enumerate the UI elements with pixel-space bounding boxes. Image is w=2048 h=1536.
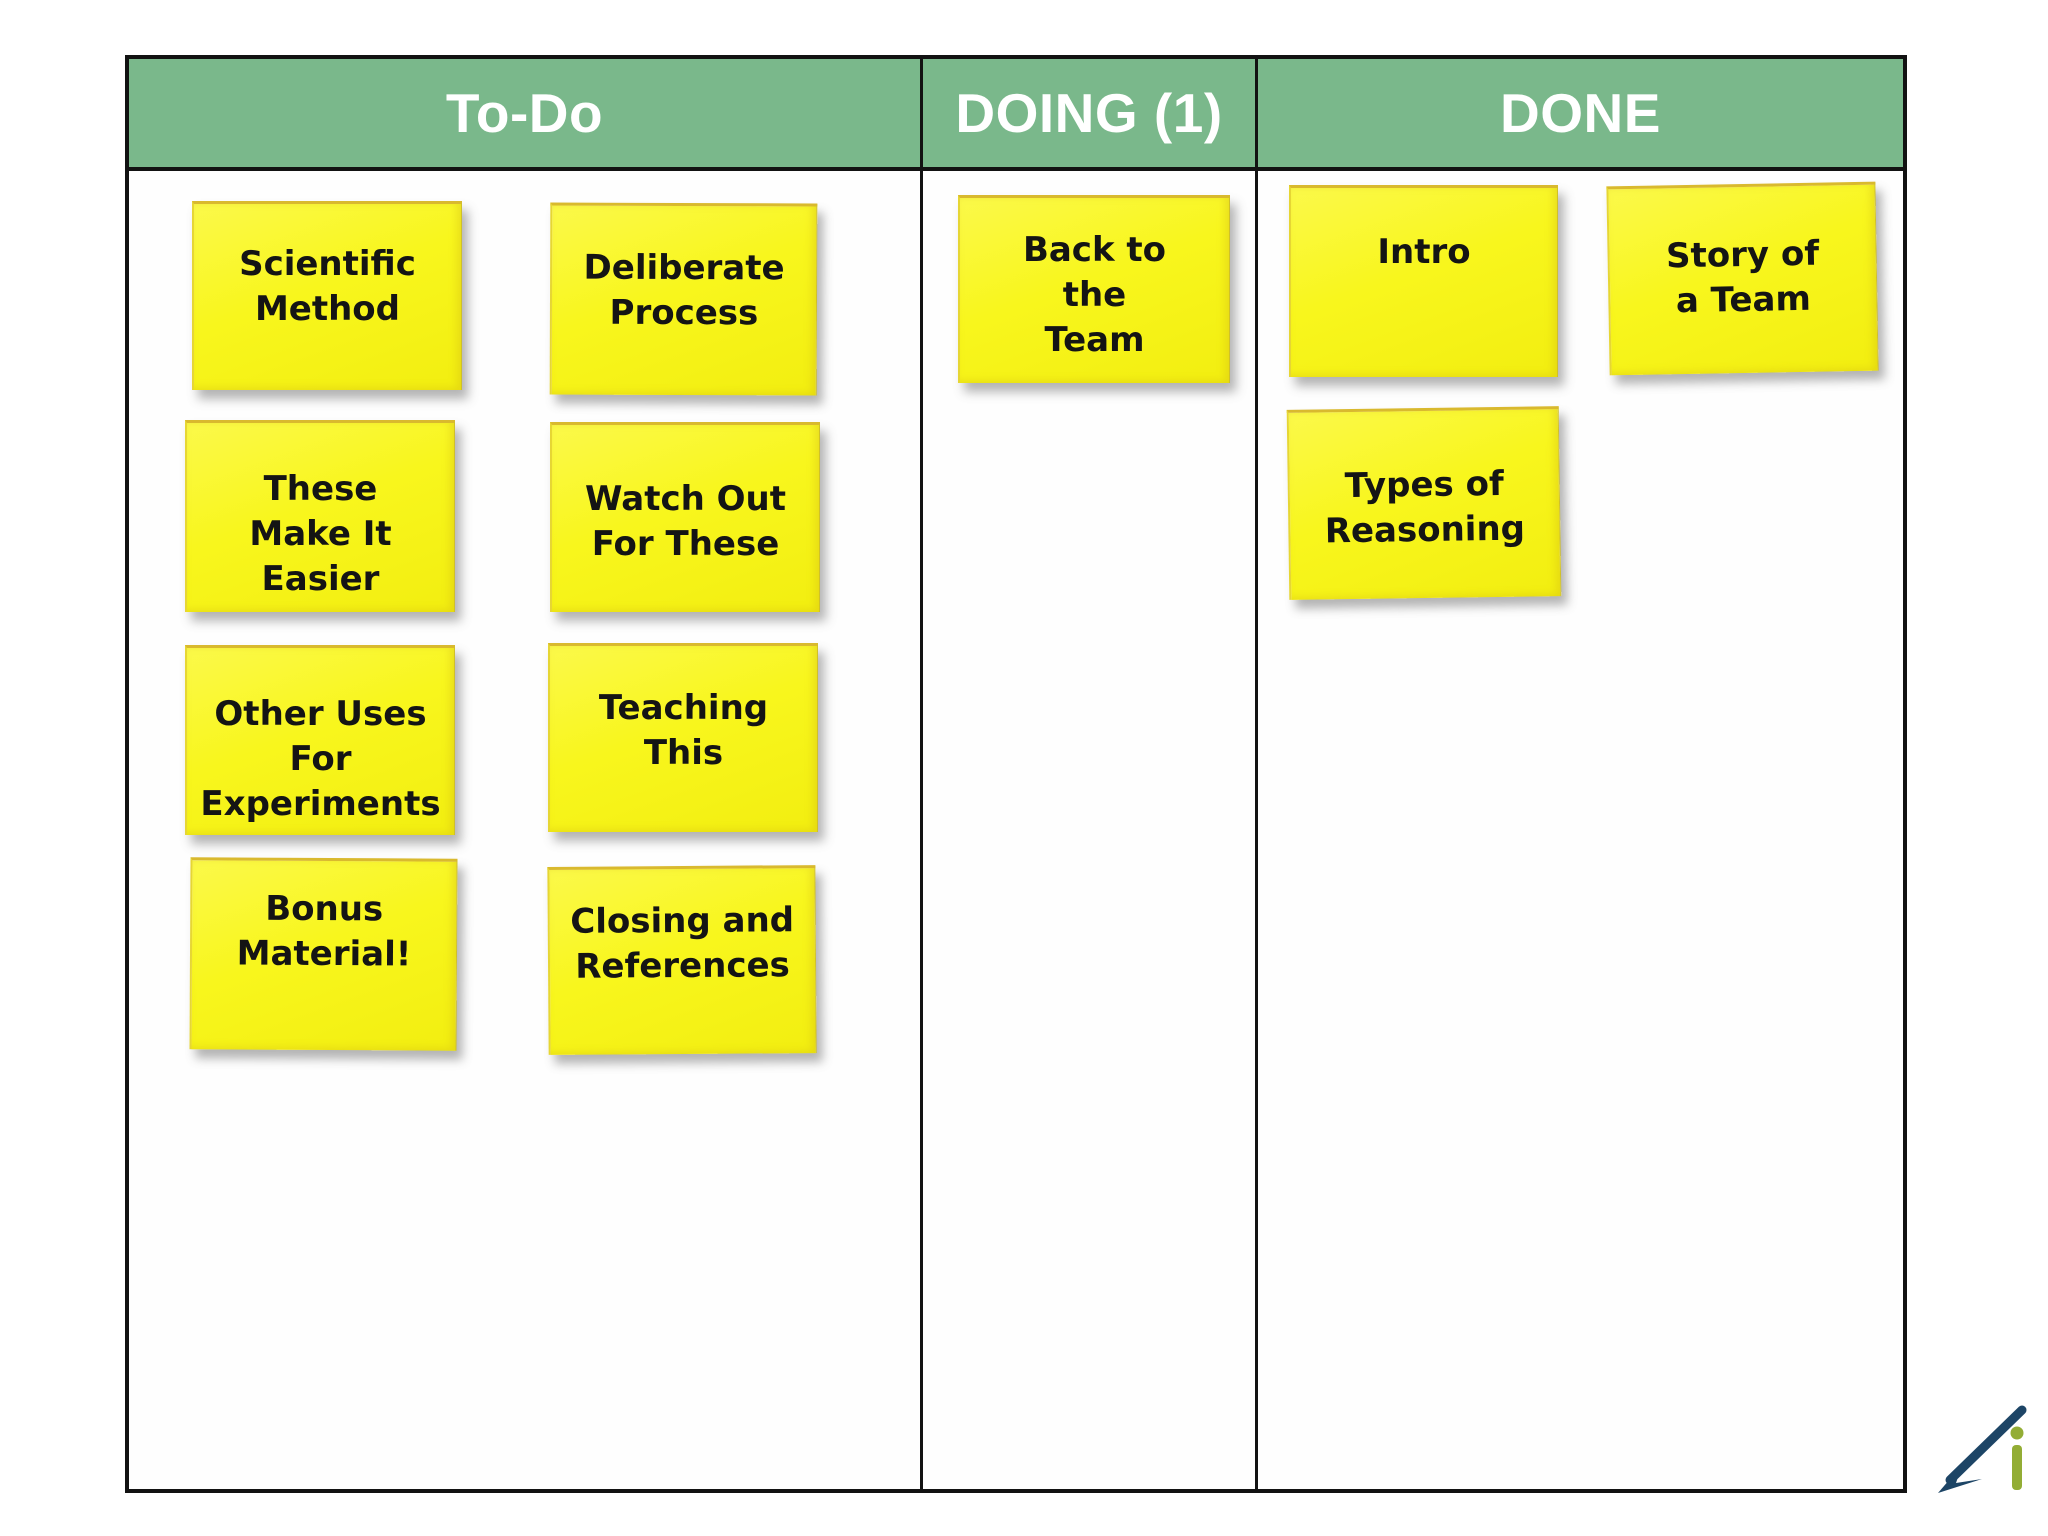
kanban-board: To-Do DOING (1) DONE Scientific Method D… (125, 55, 1907, 1493)
note-scientific-method[interactable]: Scientific Method (192, 201, 462, 390)
column-todo: To-Do (129, 59, 923, 1489)
note-types-of-reasoning[interactable]: Types of Reasoning (1286, 406, 1562, 600)
logo-i-dot (2010, 1426, 2024, 1440)
column-doing-title: DOING (1) (955, 82, 1223, 144)
column-done-title: DONE (1500, 82, 1661, 144)
note-these-make-it-easier[interactable]: These Make It Easier (185, 420, 455, 612)
column-doing-header: DOING (1) (923, 59, 1255, 171)
note-deliberate-process[interactable]: Deliberate Process (549, 202, 818, 396)
logo-arrow-shaft (1945, 1405, 2027, 1485)
note-other-uses-for-experiments[interactable]: Other Uses For Experiments (185, 645, 455, 835)
column-doing: DOING (1) (923, 59, 1258, 1489)
notes-layer: Scientific Method Deliberate Process The… (129, 59, 1903, 1489)
logo-arrow-head (1938, 1465, 1982, 1493)
note-bonus-material[interactable]: Bonus Material! (189, 857, 458, 1051)
note-story-of-a-team[interactable]: Story of a Team (1606, 181, 1879, 376)
column-todo-title: To-Do (445, 82, 604, 144)
note-intro[interactable]: Intro (1289, 185, 1558, 377)
note-teaching-this[interactable]: Teaching This (548, 643, 818, 832)
note-closing-and-references[interactable]: Closing and References (547, 865, 817, 1055)
logo-i-stem (2012, 1445, 2022, 1490)
column-done-header: DONE (1258, 59, 1903, 171)
note-back-to-the-team[interactable]: Back to the Team (958, 195, 1230, 383)
arrow-i-logo (1938, 1405, 2027, 1493)
column-done: DONE (1258, 59, 1903, 1489)
column-todo-header: To-Do (129, 59, 920, 171)
note-watch-out-for-these[interactable]: Watch Out For These (550, 422, 820, 612)
